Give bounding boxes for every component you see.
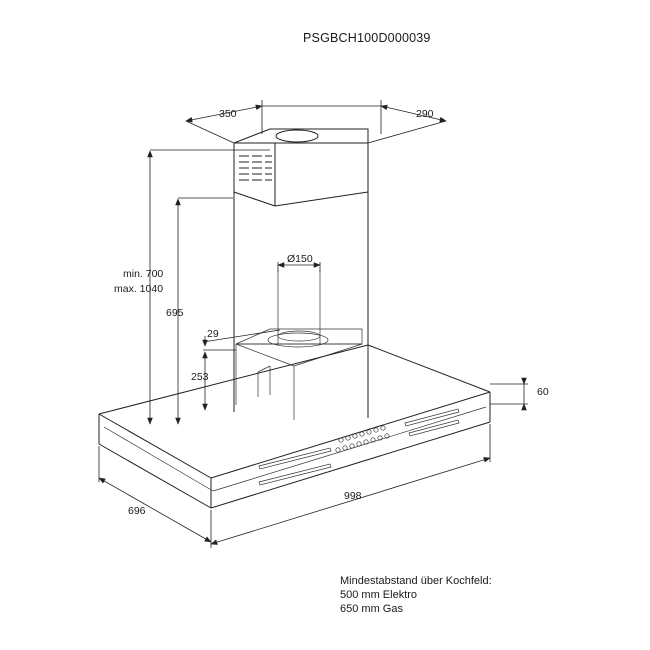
control-buttons xyxy=(335,425,390,453)
dim-label-60: 60 xyxy=(537,386,549,398)
dim-label-253: 253 xyxy=(191,371,209,383)
canopy xyxy=(98,344,491,509)
canopy-handles xyxy=(258,408,460,486)
canopy-back-edge-left xyxy=(98,344,369,415)
dim-label-duct-diameter: Ø150 xyxy=(287,253,313,265)
chimney-top-face xyxy=(233,128,369,144)
chimney xyxy=(233,128,369,418)
dimension-60: 60 xyxy=(490,377,549,411)
dimension-696: 696 xyxy=(98,446,212,543)
notes-electric: 500 mm Elektro xyxy=(340,589,418,601)
dimension-duct: Ø150 xyxy=(277,253,321,272)
vent-grille xyxy=(239,155,272,181)
dim-label-696: 696 xyxy=(128,505,146,517)
clearance-notes: Mindestabstand über Kochfeld: 500 mm Ele… xyxy=(340,574,492,616)
model-code: PSGBCH100D000039 xyxy=(303,31,431,45)
notes-title: Mindestabstand über Kochfeld: xyxy=(340,575,492,587)
dim-label-695: 695 xyxy=(166,307,184,319)
dim-label-29: 29 xyxy=(207,328,219,340)
dimension-29: 29 xyxy=(202,328,281,351)
dim-label-290: 290 xyxy=(416,108,434,120)
dimension-998: 998 xyxy=(210,424,491,548)
dimension-253: 253 xyxy=(191,351,209,411)
dim-label-min-700: min. 700 xyxy=(123,268,163,280)
dim-label-max-1040: max. 1040 xyxy=(114,283,163,295)
dimension-top: 350 290 xyxy=(185,100,447,144)
dimension-695: 695 xyxy=(166,197,233,425)
notes-gas: 650 mm Gas xyxy=(340,603,403,615)
dim-label-998: 998 xyxy=(344,490,362,502)
dim-label-350: 350 xyxy=(219,108,237,120)
chimney-outlet xyxy=(275,129,319,143)
duct-and-motor xyxy=(235,270,363,420)
dimension-total-height: min. 700 max. 1040 xyxy=(114,149,270,425)
